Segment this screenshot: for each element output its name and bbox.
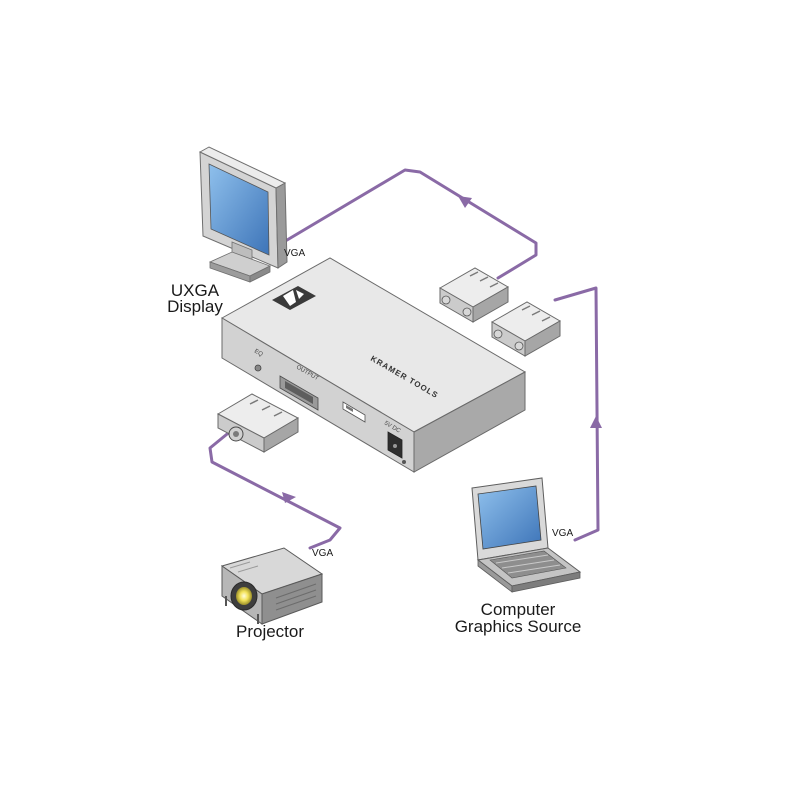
laptop-computer <box>471 477 582 593</box>
cable-source <box>553 286 602 542</box>
output-port[interactable] <box>279 375 319 411</box>
projector <box>220 547 324 625</box>
kramer-logo <box>272 286 316 310</box>
cable-label-source: VGA <box>552 528 573 539</box>
eq-trimmer[interactable] <box>254 364 262 372</box>
projector-name: Projector <box>236 622 304 641</box>
power-socket[interactable] <box>387 431 403 459</box>
monitor-screen <box>208 163 270 256</box>
display-name-line2: Display <box>167 297 223 316</box>
arrow-to-projector <box>282 492 296 503</box>
setting-switch[interactable] <box>342 401 366 423</box>
kramer-unit: KRAMER TOOLS EQ OUTPUT 5V DC <box>220 257 527 473</box>
laptop-screen <box>477 485 542 550</box>
source-name-line2: Graphics Source <box>455 617 582 636</box>
power-led <box>402 460 406 464</box>
arrow-to-display <box>458 196 472 208</box>
source-name-line1: Computer <box>481 600 556 619</box>
vga-plug-projector <box>216 393 300 453</box>
display-name-line1: UXGA <box>171 281 220 300</box>
arrow-from-source <box>590 416 602 428</box>
cable-display <box>280 168 538 280</box>
eq-label: EQ <box>253 349 264 359</box>
cable-label-projector: VGA <box>312 548 333 559</box>
cable-projector <box>208 428 342 550</box>
uxga-display-monitor <box>198 146 288 283</box>
vga-plug-display <box>438 267 510 323</box>
cable-label-display: VGA <box>284 248 305 259</box>
vga-plug-source <box>490 301 562 357</box>
